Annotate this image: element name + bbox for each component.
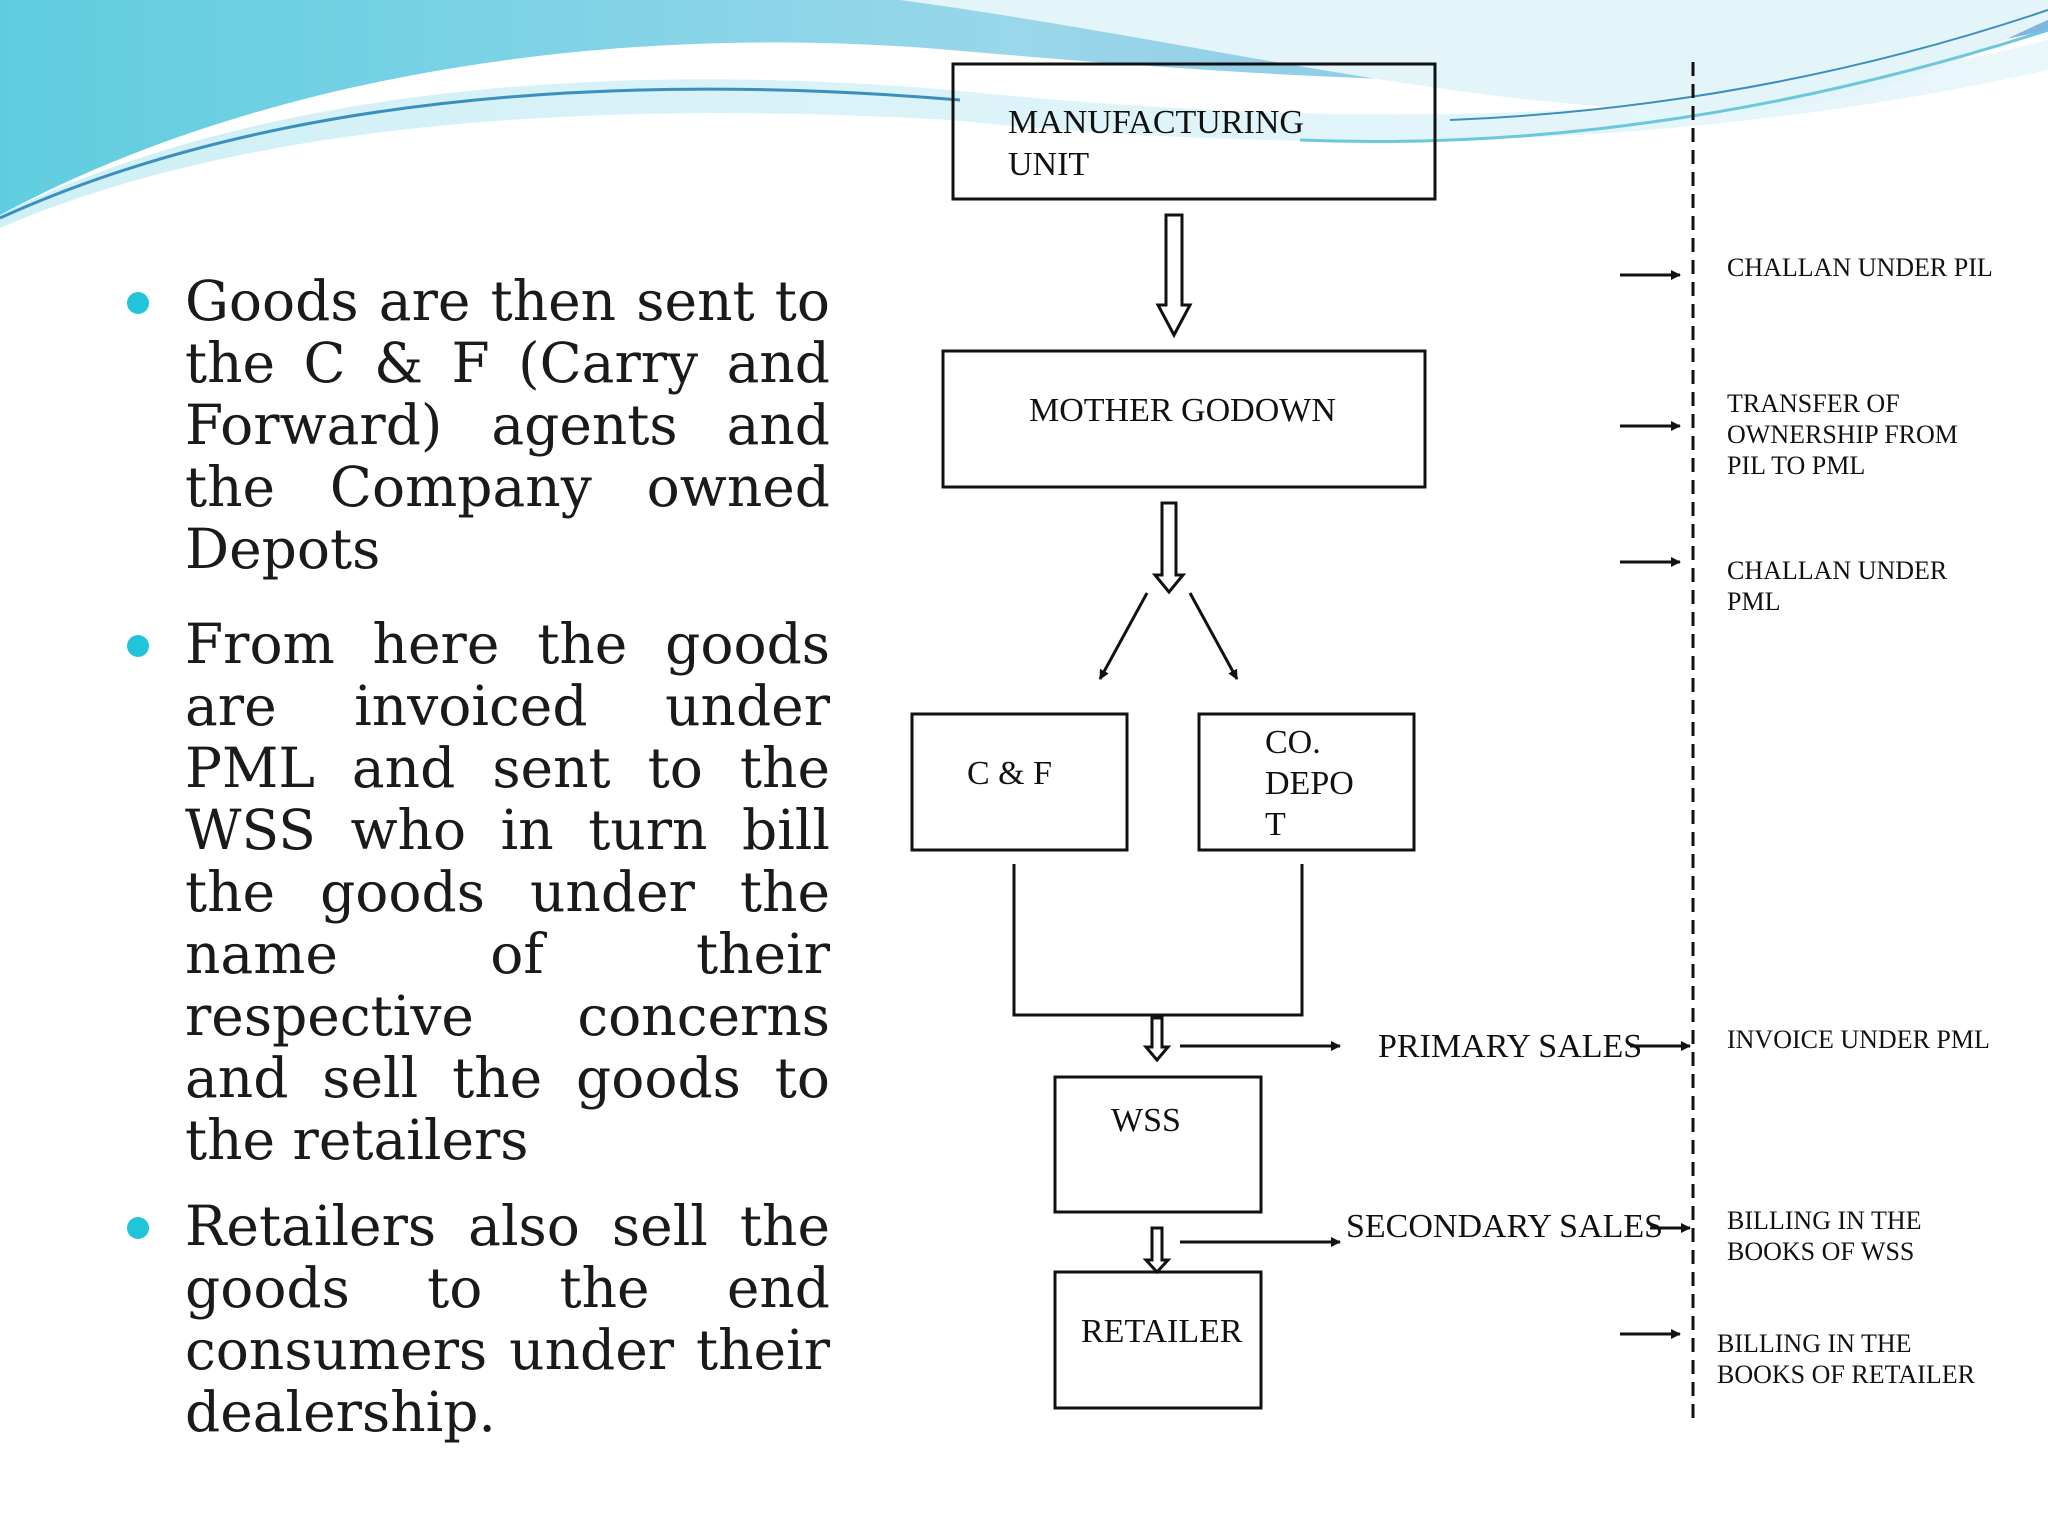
annotation-invoice-pml: INVOICE UNDER PML	[1727, 1025, 1990, 1054]
down-arrow-icon	[1155, 213, 1193, 339]
primary-sales-label: PRIMARY SALES	[1378, 1028, 1642, 1065]
split-arrow-right	[1188, 592, 1239, 680]
wss-box	[1053, 1075, 1263, 1214]
down-arrow-icon	[1142, 1226, 1172, 1275]
retailer-label: RETAILER	[1081, 1313, 1243, 1350]
co-depot-label: DEPO	[1265, 765, 1354, 802]
annotation-challan-pml: CHALLAN UNDER	[1727, 556, 1948, 585]
mother-godown-label: MOTHER GODOWN	[1029, 392, 1336, 429]
bullet-item: From here the goods are invoiced under P…	[120, 613, 830, 1171]
cf-label: C & F	[967, 755, 1052, 792]
down-arrow-icon	[1142, 1016, 1172, 1063]
co-depot-label: CO.	[1265, 724, 1321, 761]
bullet-dot-icon	[127, 292, 149, 314]
cf-box	[910, 712, 1129, 852]
merge-connector	[1012, 864, 1304, 1017]
bullet-item: Retailers also sell the goods to the end…	[120, 1195, 830, 1443]
annotation-transfer: OWNERSHIP FROM	[1727, 420, 1958, 449]
manufacturing-unit-box	[951, 62, 1437, 201]
co-depot-box	[1197, 712, 1416, 852]
bullet-text: Retailers also sell the goods to the end…	[185, 1194, 830, 1444]
secondary-sales-label: SECONDARY SALES	[1346, 1208, 1663, 1245]
bullet-dot-icon	[127, 635, 149, 657]
split-arrow-left	[1098, 592, 1149, 680]
down-arrow-icon	[1151, 501, 1187, 595]
annotation-transfer: TRANSFER OF	[1727, 389, 1900, 418]
bullet-text: Goods are then sent to the C & F (Carry …	[185, 269, 830, 581]
co-depot-label: T	[1265, 806, 1286, 843]
bullet-item: Goods are then sent to the C & F (Carry …	[120, 270, 830, 580]
annotation-billing-wss: BILLING IN THE	[1727, 1206, 1921, 1235]
annotation-billing-retailer: BILLING IN THE	[1717, 1329, 1911, 1358]
bullet-dot-icon	[127, 1217, 149, 1239]
manufacturing-unit-label: MANUFACTURING	[1008, 104, 1304, 141]
annotation-challan-pml: PML	[1727, 587, 1780, 616]
wss-label: WSS	[1111, 1102, 1181, 1139]
annotation-billing-wss: BOOKS OF WSS	[1727, 1237, 1914, 1266]
manufacturing-unit-label: UNIT	[1008, 146, 1089, 183]
mother-godown-box	[941, 349, 1427, 489]
annotation-billing-retailer: BOOKS OF RETAILER	[1717, 1360, 1976, 1389]
annotation-transfer: PIL TO PML	[1727, 451, 1865, 480]
header-wave-decoration	[0, 0, 2048, 228]
bullet-text: From here the goods are invoiced under P…	[185, 612, 830, 1172]
bullet-list: Goods are then sent to the C & F (Carry …	[120, 270, 830, 1443]
annotation-challan-pil: CHALLAN UNDER PIL	[1727, 253, 1993, 282]
